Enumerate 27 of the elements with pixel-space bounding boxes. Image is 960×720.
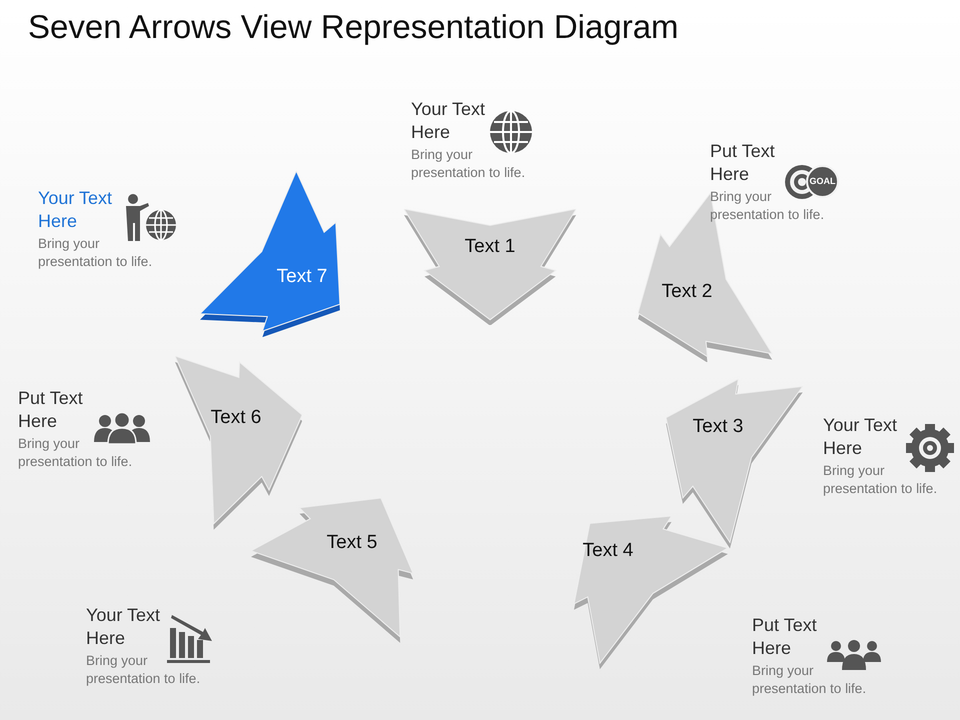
arrow-shape (200, 170, 340, 337)
arrow-shape (174, 356, 302, 530)
arrow-label: Text 1 (464, 234, 516, 259)
heading-text: Put Text Here (710, 140, 776, 186)
arrow-label: Text 3 (692, 414, 744, 439)
arrow-label: Text 5 (326, 530, 378, 555)
arrow-shape (574, 516, 728, 670)
body-text: Bring your presentation to life. (823, 462, 938, 498)
arrow-shape (250, 498, 413, 644)
arrow-label: Text 4 (582, 538, 634, 563)
heading-text: Your Text Here (411, 98, 486, 144)
arrow-label: Text 2 (662, 280, 712, 304)
arrow-shape (404, 208, 576, 326)
arrow-label: Text 7 (276, 264, 328, 289)
body-text: Bring your presentation to life. (38, 235, 154, 271)
body-text: Bring your presentation to life. (86, 652, 202, 688)
heading-text: Your Text Here (86, 604, 162, 650)
body-text: Bring your presentation to life. (18, 435, 134, 471)
arrow-label: Text 6 (210, 406, 262, 430)
body-text: Bring your presentation to life. (411, 146, 526, 182)
heading-text: Put Text Here (752, 614, 818, 660)
body-text: Bring your presentation to life. (752, 662, 868, 698)
heading-text: Your Text Here (823, 414, 898, 460)
title: Seven Arrows View Representation Diagram (28, 7, 679, 47)
heading-text: Your Text Here (38, 187, 114, 233)
arrow-shape (666, 379, 803, 549)
heading-text: Put Text Here (18, 387, 84, 433)
